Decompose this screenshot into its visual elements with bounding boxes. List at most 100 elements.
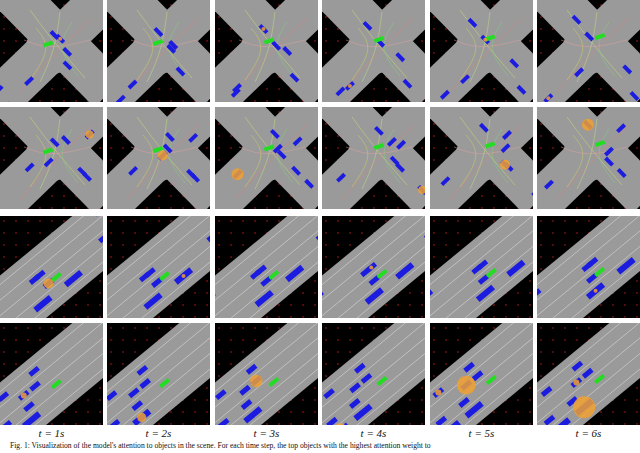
grid-dot — [600, 100, 601, 101]
lane-line — [599, 129, 615, 183]
grid-dot — [302, 304, 303, 305]
grid-dot — [146, 220, 147, 221]
grid-dot — [3, 375, 4, 376]
grid-dot — [433, 147, 434, 148]
lane-line — [20, 18, 92, 92]
vehicle — [188, 133, 198, 143]
grid-dot — [493, 316, 494, 317]
grid-dot — [433, 159, 434, 160]
grid-dot — [588, 207, 589, 208]
grid-dot — [170, 207, 171, 208]
grid-dot — [75, 304, 76, 305]
grid-dot — [122, 327, 123, 328]
grid-dot — [278, 88, 279, 89]
grid-dot — [218, 147, 219, 148]
lane-line — [352, 28, 368, 80]
grid-dot — [397, 304, 398, 305]
vehicle — [144, 267, 156, 278]
ego-vehicle — [485, 141, 496, 148]
grid-dot — [39, 207, 40, 208]
attention-marker — [594, 289, 598, 293]
grid-dot — [218, 16, 219, 17]
ego-vehicle — [264, 37, 275, 44]
grid-dot — [373, 220, 374, 221]
grid-dot — [433, 232, 434, 233]
vehicle — [232, 83, 242, 93]
grid-dot — [385, 207, 386, 208]
road — [322, 0, 425, 102]
grid-dot — [337, 40, 338, 41]
vehicle — [158, 151, 168, 161]
vehicle — [259, 24, 269, 34]
lane-line — [127, 18, 199, 92]
grid-dot — [230, 135, 231, 136]
vehicle — [622, 64, 632, 74]
grid-dot — [469, 232, 470, 233]
lane-line — [255, 12, 275, 82]
junction — [26, 22, 78, 74]
lane-line — [235, 125, 307, 199]
vehicle — [2, 102, 12, 103]
grid-dot — [63, 100, 64, 101]
grid-dot — [87, 304, 88, 305]
grid-dot — [552, 256, 553, 257]
lane-line — [40, 119, 60, 189]
vehicle — [322, 290, 324, 301]
grid-dot — [469, 207, 470, 208]
vehicle — [0, 391, 9, 402]
grid-dot — [110, 339, 111, 340]
lane-line — [147, 12, 167, 82]
grid-dot — [218, 256, 219, 257]
scene-panel — [215, 0, 318, 102]
grid-dot — [385, 316, 386, 317]
junction — [241, 129, 293, 181]
lane-line — [0, 221, 103, 318]
lane-line — [107, 328, 210, 425]
lane-line — [131, 40, 197, 47]
grid-dot — [87, 316, 88, 317]
grid-dot — [3, 28, 4, 29]
scene-panel — [0, 323, 103, 425]
vehicle — [616, 123, 626, 133]
grid-dot — [206, 399, 207, 400]
grid-dot — [552, 40, 553, 41]
attention-marker — [58, 37, 62, 41]
scene-panel — [322, 0, 425, 102]
vehicle — [176, 67, 186, 77]
attention-marker — [21, 392, 27, 398]
lane-line — [0, 328, 103, 425]
grid-dot — [206, 280, 207, 281]
grid-dot — [612, 100, 613, 101]
grid-dot — [99, 147, 100, 148]
grid-dot — [182, 316, 183, 317]
grid-dot — [254, 207, 255, 208]
grid-dot — [314, 304, 315, 305]
vehicle — [616, 257, 635, 274]
lane-line — [107, 216, 207, 305]
lane-line — [599, 22, 615, 76]
grid-dot — [540, 244, 541, 245]
grid-dot — [170, 220, 171, 221]
lane-line — [384, 22, 400, 76]
grid-dot — [99, 411, 100, 412]
vehicle — [33, 295, 52, 312]
lane-line — [430, 216, 530, 305]
grid-dot — [87, 292, 88, 293]
grid-dot — [325, 232, 326, 233]
grid-dot — [576, 220, 577, 221]
grid-dot — [278, 304, 279, 305]
grid-dot — [182, 411, 183, 412]
grid-dot — [158, 327, 159, 328]
vehicle — [604, 157, 614, 167]
vehicle — [107, 390, 117, 401]
vehicle — [477, 259, 489, 270]
grid-dot — [110, 268, 111, 269]
grid-dot — [529, 292, 530, 293]
grid-dot — [230, 147, 231, 148]
grid-dot — [636, 40, 637, 41]
grid-dot — [15, 147, 16, 148]
vehicle — [50, 30, 60, 40]
vehicle — [390, 156, 400, 166]
grid-dot — [3, 135, 4, 136]
ego-vehicle — [595, 33, 606, 40]
